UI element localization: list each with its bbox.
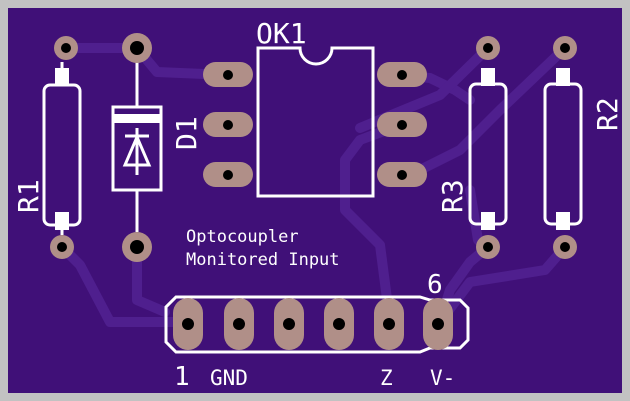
pad-j1-2: [224, 298, 254, 350]
optocoupler-ok1-silk: [256, 46, 375, 198]
pad-j1-5: [374, 298, 404, 350]
r1-lead-block-top: [55, 68, 69, 86]
label-z: Z: [380, 366, 393, 390]
r2-lead-block-bottom: [556, 212, 570, 230]
ok1-outline: [256, 46, 375, 198]
board-substrate: [8, 8, 622, 393]
pad-ok1-2: [203, 112, 253, 137]
label-gnd: GND: [210, 366, 248, 390]
trace-r1-bottom-to-header: [57, 242, 190, 327]
label-description-line1: Optocoupler: [186, 227, 299, 247]
pad-j1-3: [274, 298, 304, 350]
pad-ok1-1: [203, 62, 253, 87]
label-pin6: 6: [427, 270, 443, 300]
trace-ok1-pin5-to-z: [340, 120, 405, 327]
pad-j1-6: [423, 298, 453, 350]
r2-lead-block-top: [556, 68, 570, 86]
label-r1: R1: [12, 179, 45, 213]
d1-cathode-band: [114, 114, 160, 123]
pad-d1-1: [122, 33, 152, 63]
label-d1: D1: [170, 116, 203, 150]
r3-lead-block-bottom: [481, 212, 495, 230]
pad-r1-1: [54, 36, 78, 60]
pad-r2-1: [553, 36, 577, 60]
header-j1-outline: [164, 295, 470, 354]
pad-r1-2: [50, 235, 74, 259]
label-description-line2: Monitored Input: [186, 250, 340, 270]
r1-lead-block-bottom: [55, 212, 69, 230]
pad-j1-1: [173, 298, 203, 350]
pad-ok1-4: [377, 162, 427, 187]
label-r2: R2: [591, 97, 624, 131]
label-pin1: 1: [174, 362, 190, 392]
pad-r3-2: [476, 235, 500, 259]
pad-r2-2: [553, 235, 577, 259]
label-ok1: OK1: [256, 17, 307, 50]
pad-j1-4: [324, 298, 354, 350]
pad-ok1-5: [377, 112, 427, 137]
diode-d1-silk: [111, 62, 163, 232]
pad-d1-2: [122, 232, 152, 262]
pad-ok1-3: [203, 162, 253, 187]
trace-r2-bottom-to-vminus: [435, 242, 570, 327]
label-vminus: V-: [430, 366, 455, 390]
pad-r3-1: [476, 36, 500, 60]
r3-lead-block-top: [481, 68, 495, 86]
pad-ok1-6: [377, 62, 427, 87]
trace-d1-bottom: [132, 242, 170, 317]
label-r3: R3: [436, 179, 469, 213]
